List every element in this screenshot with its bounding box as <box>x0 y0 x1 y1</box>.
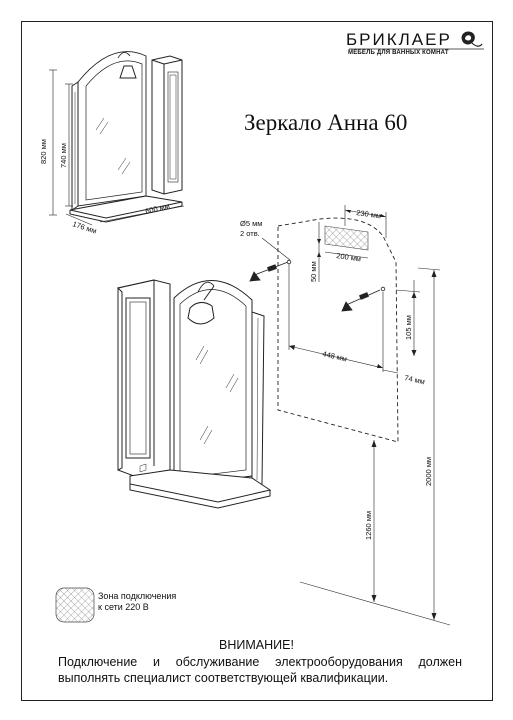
connection-zone-template <box>324 225 369 251</box>
brand-logo: БРИКЛАЕР МЕБЕЛЬ ДЛЯ ВАННЫХ КОМНАТ <box>346 30 484 60</box>
dim-outlet-offset: 230 мм <box>356 208 382 220</box>
legend-label: Зона подключения к сети 220 В <box>98 591 176 613</box>
legend-line-2: к сети 220 В <box>98 602 149 612</box>
main-mirror-drawing <box>117 279 272 509</box>
screw-left <box>249 259 292 282</box>
legend-swatch <box>55 587 95 623</box>
dim-floor-bottom: 1260 мм <box>364 511 373 540</box>
legend-line-1: Зона подключения <box>98 591 177 601</box>
dim-depth: 176 мм <box>71 219 97 235</box>
small-mirror-drawing <box>69 51 183 223</box>
dim-total-height: 820 мм <box>39 139 48 164</box>
dim-mirror-height: 740 мм <box>59 143 68 168</box>
dim-floor-top: 2000 мм <box>424 457 433 486</box>
page-frame <box>21 21 493 701</box>
brand-tagline: МЕБЕЛЬ ДЛЯ ВАННЫХ КОМНАТ <box>348 50 449 56</box>
warning-text: Подключение и обслуживание электрооборуд… <box>58 655 462 685</box>
dim-hole-drop: 105 мм <box>404 315 413 340</box>
mounting-template <box>277 217 399 443</box>
dim-hole-count: 2 отв. <box>240 229 260 238</box>
brand-name: БРИКЛАЕР <box>346 30 452 49</box>
page-title: Зеркало Анна 60 <box>244 110 408 135</box>
dim-hole-diameter: Ø5 мм <box>240 219 262 228</box>
dimension-arrows <box>289 210 437 620</box>
screw-right <box>341 286 386 312</box>
small-dimension-lines <box>49 69 185 226</box>
dim-hole-spacing: 448 мм <box>322 349 348 363</box>
dim-outlet-width: 200 мм <box>336 251 362 263</box>
rose-icon <box>461 31 483 47</box>
main-dimension-lines <box>261 205 451 626</box>
dim-outlet-height: 50 мм <box>309 261 318 282</box>
dim-edge-offset: 74 мм <box>404 373 426 386</box>
warning-title: ВНИМАНИЕ! <box>219 638 294 652</box>
